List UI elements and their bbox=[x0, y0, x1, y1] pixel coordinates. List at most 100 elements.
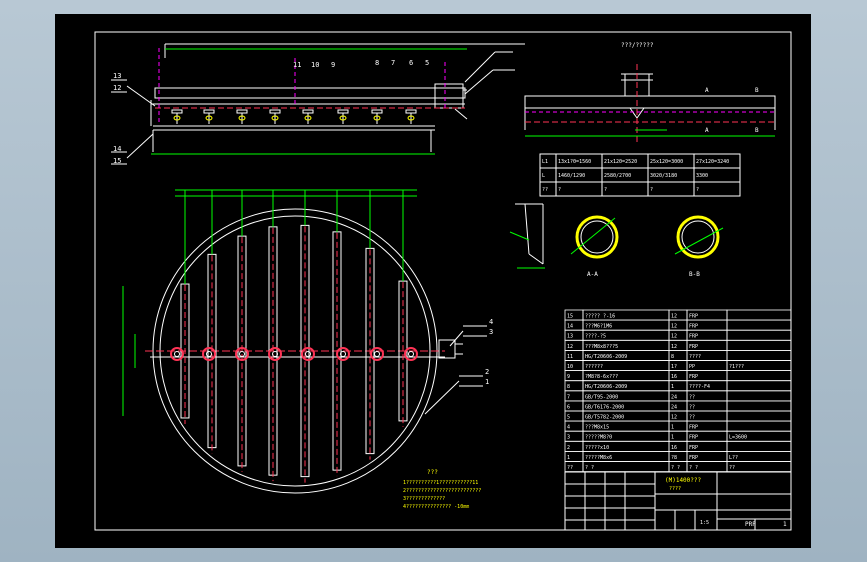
size-table-cell bbox=[693, 181, 741, 197]
plan-bolt bbox=[202, 347, 216, 361]
plan-bolt-core bbox=[272, 351, 278, 357]
angle-detail bbox=[509, 203, 545, 269]
parts-list-text: 8 bbox=[671, 354, 674, 360]
callout-13: 13 bbox=[113, 72, 121, 80]
parts-list-text: 7 bbox=[567, 394, 570, 400]
parts-list-cell bbox=[726, 329, 792, 341]
parts-list-text: ????-?5 bbox=[585, 334, 606, 340]
parts-list-text: ???M8x15 bbox=[585, 425, 609, 431]
parts-list-cell bbox=[726, 339, 792, 351]
top-bolt-washer bbox=[271, 115, 279, 121]
top-bolt-head bbox=[302, 109, 314, 114]
section-mark-a: A bbox=[705, 127, 709, 134]
notes-heading: ??? bbox=[427, 469, 438, 476]
top-bolt-washer bbox=[407, 115, 415, 121]
callout-11: 11 bbox=[293, 61, 301, 69]
top-bolt-washer bbox=[238, 115, 246, 121]
size-table-text: ?? bbox=[542, 187, 548, 193]
top-bolt-washer bbox=[205, 115, 213, 121]
parts-list-text: 24 bbox=[671, 404, 677, 410]
plan-view-bolts bbox=[170, 347, 418, 361]
drawing-frame bbox=[94, 31, 792, 531]
plan-bolt bbox=[301, 347, 315, 361]
title-sheet: 1 bbox=[783, 521, 787, 528]
parts-list-text: ? ? bbox=[585, 465, 594, 471]
parts-list-cell bbox=[726, 440, 792, 452]
top-bolt-head bbox=[171, 109, 183, 114]
parts-list-text: FRP bbox=[689, 334, 698, 340]
parts-list-text: 12 bbox=[671, 344, 677, 350]
parts-list-text: 12 bbox=[671, 334, 677, 340]
size-table-text: 21x120=2520 bbox=[604, 159, 637, 165]
title-block bbox=[564, 471, 792, 531]
note-line-4: 4??????????????? -10mm bbox=[403, 504, 469, 510]
parts-list-text: L=3600 bbox=[729, 435, 747, 441]
parts-list-text: FRP bbox=[689, 344, 698, 350]
parts-list-cell bbox=[726, 380, 792, 392]
plan-view bbox=[122, 189, 463, 494]
parts-list-cell bbox=[726, 400, 792, 412]
top-bolt-washer bbox=[304, 115, 312, 121]
plan-bolt bbox=[268, 347, 282, 361]
parts-list-text: ?? bbox=[689, 394, 695, 400]
section-label-bb: B-B bbox=[689, 271, 700, 278]
top-bolt-washer bbox=[339, 115, 347, 121]
parts-list-text: ?? bbox=[567, 465, 573, 471]
size-table-cell bbox=[601, 181, 649, 197]
parts-list-cell bbox=[582, 461, 670, 473]
parts-list-text: 11 bbox=[567, 354, 573, 360]
parts-list-text: GB/T6176-2000 bbox=[585, 404, 624, 410]
side-note: ???/????? bbox=[621, 42, 654, 49]
plan-bolt bbox=[370, 347, 384, 361]
parts-list-text: GB/T5782-2000 bbox=[585, 415, 624, 421]
title-scale: 1:5 bbox=[700, 520, 709, 526]
parts-list-text: 13 bbox=[567, 334, 573, 340]
parts-list-text: 12 bbox=[671, 324, 677, 330]
note-line-2: 2????????????????????????? bbox=[403, 488, 481, 494]
parts-list-text: 1 bbox=[671, 425, 674, 431]
parts-list-text: 16 bbox=[671, 445, 677, 451]
callout-14: 14 bbox=[113, 145, 121, 153]
parts-list-text: 16 bbox=[671, 374, 677, 380]
parts-list-text: 12 bbox=[567, 344, 573, 350]
parts-list-text: ???? bbox=[689, 354, 701, 360]
parts-list-text: ?????x10 bbox=[585, 445, 609, 451]
parts-list-text: ?????? bbox=[585, 364, 603, 370]
top-bolt-head bbox=[337, 109, 349, 114]
size-table-text: L bbox=[542, 173, 545, 179]
size-table-text: ? bbox=[604, 187, 607, 193]
top-bolt-head bbox=[371, 109, 383, 114]
title-sub: ???? bbox=[669, 486, 681, 492]
size-table-text: 3020/3180 bbox=[650, 173, 677, 179]
parts-list-text: 3 bbox=[567, 435, 570, 441]
parts-list-text: ???M6?1M6 bbox=[585, 324, 612, 330]
parts-list-text: 6 bbox=[567, 404, 570, 410]
top-bolt-head bbox=[405, 109, 417, 114]
callout-9: 9 bbox=[331, 61, 335, 69]
plan-bolt-core bbox=[206, 351, 212, 357]
section-a-a bbox=[570, 215, 619, 259]
section-mark-a: A bbox=[705, 87, 709, 94]
plan-bolt-core bbox=[305, 351, 311, 357]
parts-list-text: ?????M8?0 bbox=[585, 435, 612, 441]
parts-list-text: 2 bbox=[567, 445, 570, 451]
top-bolt-head bbox=[236, 109, 248, 114]
plan-view-leaders bbox=[424, 325, 487, 415]
parts-list-cell bbox=[726, 390, 792, 402]
parts-list-text: ?8 bbox=[671, 455, 677, 461]
parts-list-text: ????? ?-16 bbox=[585, 314, 615, 320]
parts-list-text: HG/T20606-2009 bbox=[585, 384, 627, 390]
plan-bolt-core bbox=[174, 351, 180, 357]
callout-10: 10 bbox=[311, 61, 319, 69]
plan-callout-3: 3 bbox=[489, 328, 493, 336]
size-table-text: 25x120=3000 bbox=[650, 159, 683, 165]
note-line-3: 3????????????? bbox=[403, 496, 445, 502]
parts-list-text: ?? bbox=[689, 415, 695, 421]
size-table-text: ? bbox=[650, 187, 653, 193]
parts-list-cell bbox=[726, 410, 792, 422]
